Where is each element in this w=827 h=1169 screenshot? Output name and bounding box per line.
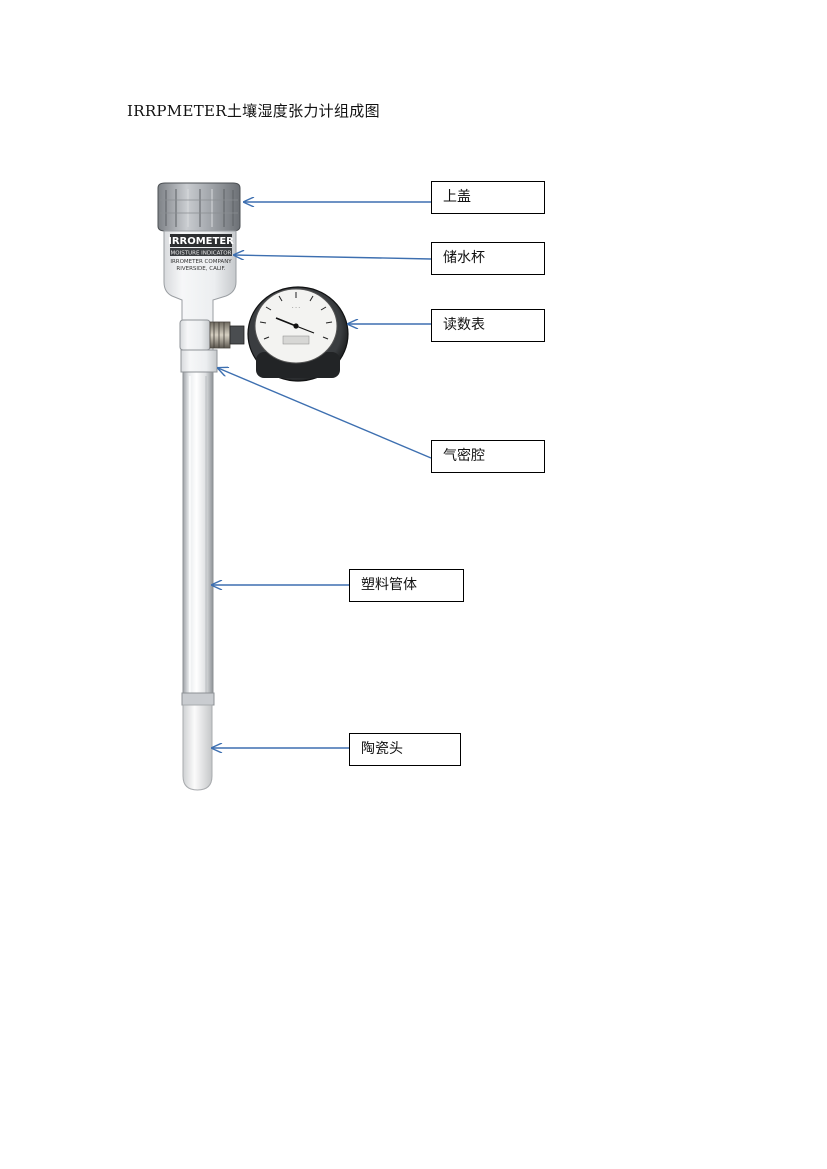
gauge-fitting [179,319,245,351]
label-tube-body: 塑料管体 [349,569,464,602]
arrow-air-chamber [218,368,432,459]
brand-plate-city: RIVERSIDE, CALIF. [176,266,225,272]
brand-plate-subtitle: MOISTURE INDICATOR [171,251,232,257]
label-cap: 上盖 [431,181,545,214]
svg-text:· · ·: · · · [292,305,300,311]
label-reservoir-cup: 储水杯 [431,242,545,275]
brand-plate [170,234,232,247]
cap-part [157,182,241,232]
brand-plate-company: IRROMETER COMPANY [170,259,232,265]
label-air-chamber: 气密腔 [431,440,545,473]
ceramic-tip-part [182,704,213,791]
tube-body-part [181,371,215,706]
label-gauge: 读数表 [431,309,545,342]
arrow-cup [234,255,432,259]
label-ceramic-tip: 陶瓷头 [349,733,461,766]
gauge-part: · · · [247,286,349,382]
page-title: IRRPMETER土壤湿度张力计组成图 [127,102,380,120]
brand-plate-name: IRROMETER [168,236,234,247]
air-chamber-part [180,349,218,373]
